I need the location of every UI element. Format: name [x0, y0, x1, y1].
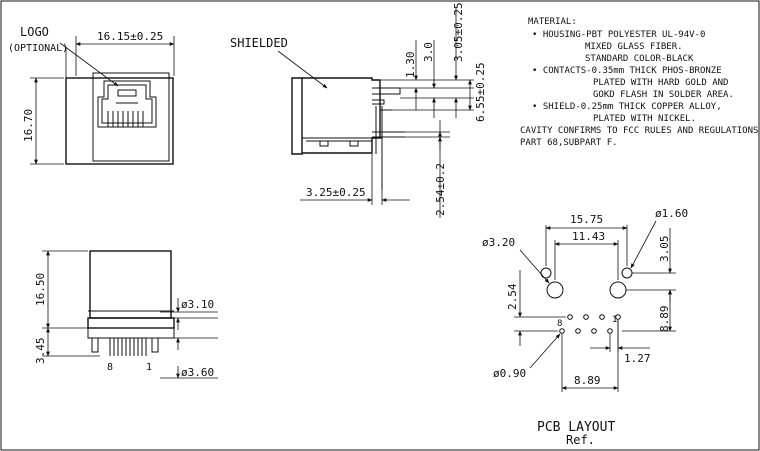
dim-3-05-pcb: 3.05 — [658, 236, 671, 263]
dim-6-55: 6.55±0.25 — [474, 62, 487, 122]
front-housing-outline — [65, 77, 174, 165]
dim-1-30: 1.30 — [404, 52, 417, 79]
dim-3-25: 3.25±0.25 — [306, 186, 366, 199]
dim-8-89-vertical: 8.89 — [658, 306, 671, 333]
dim-15-75: 15.75 — [570, 213, 603, 226]
material-heading: MATERIAL: — [528, 17, 577, 27]
material-line: STANDARD COLOR-BLACK — [585, 54, 694, 64]
material-line: CAVITY CONFIRMS TO FCC RULES AND REGULAT… — [520, 126, 758, 136]
material-line: PLATED WITH HARD GOLD AND — [593, 78, 728, 88]
front-inner-face — [92, 72, 170, 162]
width-dimension: 16.15±0.25 — [97, 30, 163, 43]
dim-11-43: 11.43 — [572, 230, 605, 243]
pcb-hole-large-right — [609, 281, 627, 299]
dim-3-0: 3.0 — [422, 42, 435, 62]
dim-phi-3-10: ø3.10 — [181, 298, 214, 311]
bottom-pin-8-label: 8 — [107, 362, 113, 373]
material-line: • CONTACTS-0.35mm THICK PHOS-BRONZE — [532, 66, 722, 76]
material-notes: MATERIAL: • HOUSING-PBT POLYESTER UL-94V… — [520, 17, 758, 148]
dim-phi-0-90: ø0.90 — [493, 367, 526, 380]
pcb-layout-subtitle: Ref. — [566, 433, 595, 447]
pcb-hole-small-right — [621, 267, 633, 279]
material-line: • SHIELD-0.25mm THICK COPPER ALLOY, — [532, 102, 722, 112]
dim-phi-3-20: ø3.20 — [482, 236, 515, 249]
dim-phi-1-60: ø1.60 — [655, 207, 688, 220]
logo-optional-label: (OPTIONAL) — [8, 43, 68, 54]
dim-phi-3-60: ø3.60 — [181, 366, 214, 379]
logo-label: LOGO — [20, 25, 49, 39]
dim-1-27: 1.27 — [624, 352, 651, 365]
dim-2-54-pcb: 2.54 — [506, 283, 519, 310]
dim-3-05: 3.05±0.25 — [452, 2, 465, 62]
dim-2-54: 2.54±0.2 — [434, 163, 447, 216]
shielded-label: SHIELDED — [230, 36, 288, 50]
bottom-view: 8 1 16.50 3.45 ø3.10 ø3.60 — [34, 250, 218, 379]
material-line: MIXED GLASS FIBER. — [585, 42, 683, 52]
bottom-housing-outline — [89, 250, 172, 319]
pcb-hole-large-left — [546, 281, 564, 299]
pcb-layout: 8 1 15.75 11.43 ø1.60 ø3.20 3.05 8.89 2.… — [482, 207, 688, 447]
front-view: LOGO (OPTIONAL) 16.15±0.25 16.70 — [8, 25, 175, 165]
dim-16-50: 16.50 — [34, 273, 47, 306]
side-view: SHIELDED 1.30 3.0 3.05±0.25 — [230, 2, 487, 218]
pcb-layout-title: PCB LAYOUT — [537, 420, 615, 435]
material-line: PART 68,SUBPART F. — [520, 138, 618, 148]
height-dimension: 16.70 — [22, 109, 35, 142]
pcb-pin-8-label: 8 — [557, 319, 562, 329]
material-line: GOKD FLASH IN SOLDER AREA. — [593, 90, 734, 100]
dim-8-89-horizontal: 8.89 — [574, 374, 601, 387]
pcb-pin-holes — [559, 314, 621, 334]
dim-3-45: 3.45 — [34, 338, 47, 365]
bottom-pin-1-label: 1 — [146, 362, 152, 373]
pcb-pin-1-label: 1 — [612, 315, 617, 325]
pcb-hole-small-left — [540, 267, 552, 279]
material-line: • HOUSING-PBT POLYESTER UL-94V-0 — [532, 30, 705, 40]
material-line: PLATED WITH NICKEL. — [593, 114, 696, 124]
